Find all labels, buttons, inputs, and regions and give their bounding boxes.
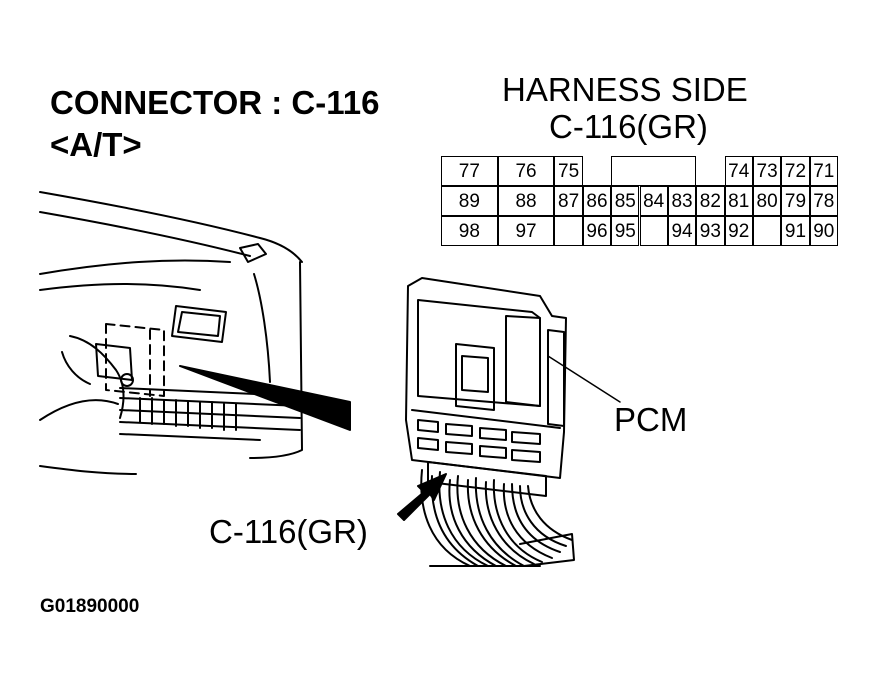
pin-empty: [554, 216, 583, 246]
pin-89: 89: [441, 186, 498, 216]
pin-79: 79: [781, 186, 810, 216]
pin-82: 82: [696, 186, 725, 216]
pin-71: 71: [809, 156, 838, 186]
connector-callout-label: C-116(GR): [209, 513, 368, 550]
pcm-module-illustration: [405, 277, 621, 567]
pin-75: 75: [554, 156, 583, 186]
dashboard-illustration: [39, 191, 303, 475]
pin-76: 76: [497, 156, 555, 186]
pin-78: 78: [809, 186, 838, 216]
pin-empty: [611, 156, 697, 186]
pin-84: 84: [639, 186, 668, 216]
pin-92: 92: [724, 216, 753, 246]
pin-72: 72: [781, 156, 810, 186]
pin-73: 73: [752, 156, 782, 186]
variant-label: <A/T>: [50, 126, 142, 163]
pin-88: 88: [497, 186, 555, 216]
pin-93: 93: [696, 216, 725, 246]
pin-94: 94: [667, 216, 697, 246]
pin-90: 90: [809, 216, 838, 246]
pin-86: 86: [582, 186, 612, 216]
pin-77: 77: [441, 156, 498, 186]
pin-empty: [752, 216, 782, 246]
pin-97: 97: [497, 216, 555, 246]
pin-87: 87: [554, 186, 583, 216]
connector-title: CONNECTOR : C-116: [50, 84, 380, 121]
harness-side-label: HARNESS SIDE: [502, 71, 748, 108]
harness-connector-label: C-116(GR): [549, 108, 708, 145]
pin-96: 96: [582, 216, 612, 246]
pin-91: 91: [781, 216, 810, 246]
pin-74: 74: [724, 156, 753, 186]
pin-empty: [696, 156, 725, 186]
pin-85: 85: [611, 186, 640, 216]
pin-80: 80: [752, 186, 782, 216]
pin-81: 81: [724, 186, 753, 216]
pin-empty: [582, 156, 612, 186]
pcm-label: PCM: [614, 401, 688, 438]
pin-98: 98: [441, 216, 498, 246]
pin-83: 83: [667, 186, 697, 216]
figure-code: G01890000: [40, 596, 140, 617]
pin-95: 95: [611, 216, 640, 246]
pin-empty: [639, 216, 668, 246]
